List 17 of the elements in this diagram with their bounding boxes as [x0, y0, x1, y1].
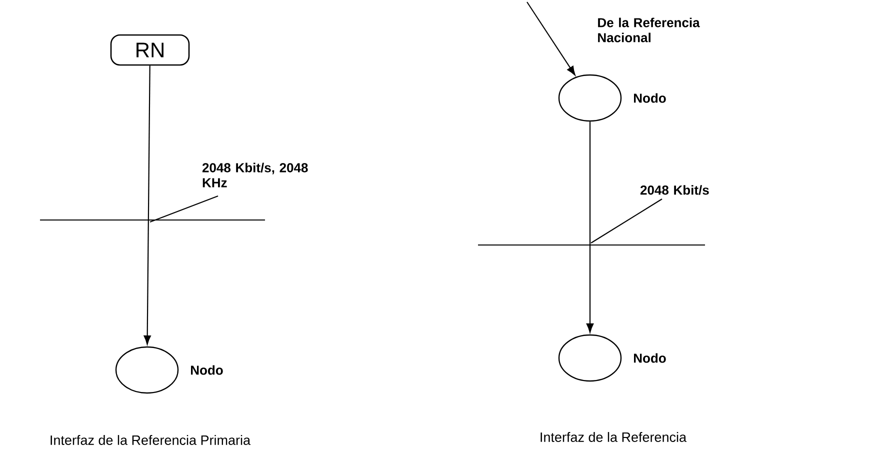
node-circle: [558, 334, 622, 382]
figure-caption: Interfaz de la Referencia: [540, 432, 687, 442]
node-circle: [558, 74, 622, 122]
arrow: [526, 2, 576, 76]
node-caption: Nodo: [191, 365, 223, 375]
node-circle: [115, 346, 179, 394]
edge-label: De la Referencia Nacional: [598, 18, 700, 42]
arrow: [586, 122, 594, 333]
node-caption: Nodo: [634, 353, 666, 363]
arrow: [144, 66, 151, 345]
rate-label: 2048 Kbit/s, 2048 KHz: [202, 162, 308, 188]
reference-box: RN: [110, 34, 190, 66]
leader-line: [590, 198, 662, 244]
leader-line: [150, 196, 218, 223]
rate-label: 2048 Kbit/s: [640, 185, 709, 195]
node-caption: Nodo: [634, 93, 666, 103]
figure-caption: Interfaz de la Referencia Primaria: [50, 435, 251, 445]
